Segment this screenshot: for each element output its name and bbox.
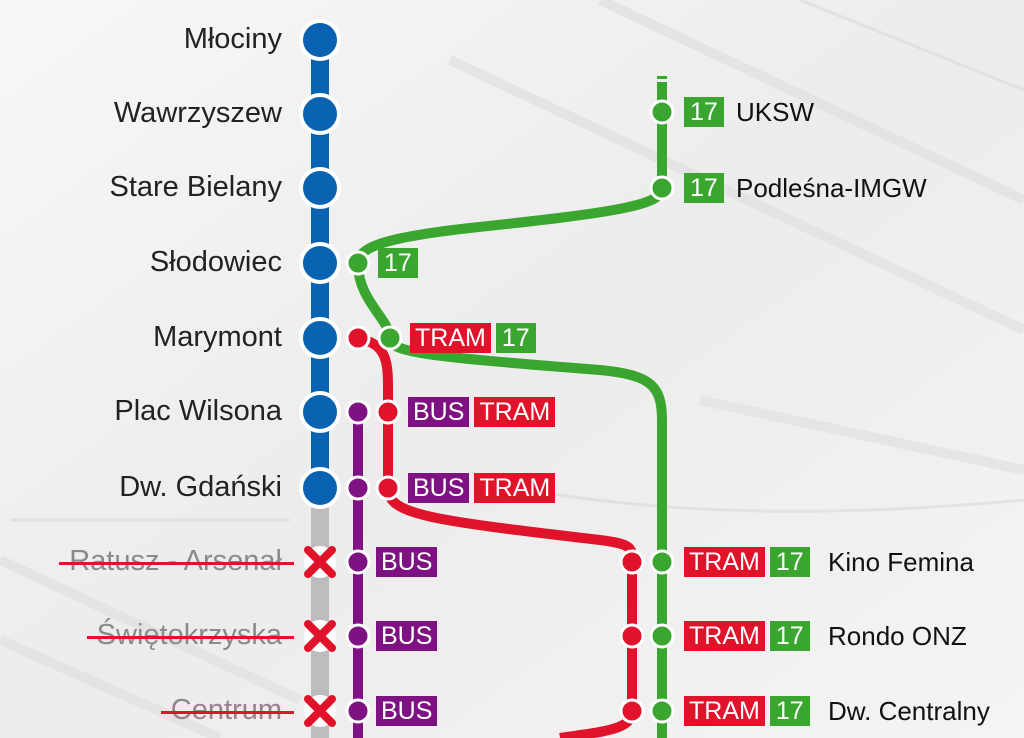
station-label-mlociny: Młociny bbox=[183, 23, 282, 55]
stop-dot-ratusz-bus bbox=[345, 549, 371, 575]
station-label-plac-wilsona: Plac Wilsona bbox=[114, 395, 282, 427]
closed-markers bbox=[304, 546, 336, 727]
stop-dot-plac-wilsona-tram bbox=[375, 399, 401, 425]
stop-dot-marymont-17 bbox=[377, 325, 403, 351]
bus-badge: BUS bbox=[408, 473, 470, 503]
stop-dot-rondo-onz-tram bbox=[619, 623, 645, 649]
stop-dot-podlesna bbox=[649, 175, 675, 201]
tags-podlesna: 17 bbox=[684, 173, 724, 203]
tags-uksw: 17 bbox=[684, 97, 724, 127]
line-17-route bbox=[352, 84, 667, 738]
station-label-swietokrzyska: Świętokrzyska bbox=[86, 621, 294, 650]
tram-badge: TRAM bbox=[684, 696, 765, 726]
line-17-badge: 17 bbox=[769, 621, 810, 651]
bus-badge: BUS bbox=[376, 621, 438, 651]
line-17-badge: 17 bbox=[495, 323, 536, 353]
stop-dot-kino-femina-17 bbox=[649, 549, 675, 575]
line-17-badge: 17 bbox=[769, 696, 810, 726]
tram-dots bbox=[345, 325, 645, 724]
metro-station-dots bbox=[299, 19, 341, 509]
station-label-slodowiec: Słodowiec bbox=[149, 246, 282, 278]
stop-dot-dw-centralny-17 bbox=[649, 698, 675, 724]
station-dot-dw-gdanski bbox=[299, 467, 341, 509]
strikethrough bbox=[86, 635, 294, 639]
tram-badge: TRAM bbox=[684, 621, 765, 651]
stop-dot-plac-wilsona-bus bbox=[345, 399, 371, 425]
tags-dw-centralny: TRAM 17 bbox=[684, 696, 810, 726]
stop-dot-dw-gdanski-tram bbox=[375, 475, 401, 501]
station-label-wawrzyszew: Wawrzyszew bbox=[113, 97, 282, 129]
line-17-badge: 17 bbox=[684, 173, 724, 203]
stop-dot-dw-centralny-tram bbox=[619, 698, 645, 724]
station-dot-wawrzyszew bbox=[299, 93, 341, 135]
stop-label-uksw: UKSW bbox=[736, 97, 814, 127]
bus-badge: BUS bbox=[408, 397, 470, 427]
station-dot-plac-wilsona bbox=[299, 391, 341, 433]
stop-label-kino-femina: Kino Femina bbox=[828, 547, 974, 577]
tags-slodowiec: 17 bbox=[378, 248, 418, 278]
stop-dot-dw-gdanski-bus bbox=[345, 475, 371, 501]
tram-badge: TRAM bbox=[474, 397, 556, 427]
station-label-dw-gdanski: Dw. Gdański bbox=[119, 471, 282, 503]
stop-dot-marymont-tram bbox=[345, 325, 371, 351]
stop-dot-rondo-onz-17 bbox=[649, 623, 675, 649]
tags-swietokrzyska: BUS bbox=[376, 621, 438, 651]
strikethrough bbox=[160, 710, 294, 714]
stop-label-rondo-onz: Rondo ONZ bbox=[828, 621, 967, 651]
stop-label-podlesna: Podleśna-IMGW bbox=[736, 173, 927, 203]
strikethrough bbox=[59, 561, 294, 565]
tram-badge: TRAM bbox=[474, 473, 556, 503]
bus-dots bbox=[345, 399, 371, 724]
tags-marymont: TRAM 17 bbox=[410, 323, 536, 353]
tram-badge: TRAM bbox=[410, 323, 491, 353]
line-17-badge: 17 bbox=[378, 248, 418, 278]
tags-dw-gdanski: BUS TRAM bbox=[408, 473, 556, 503]
station-dot-mlociny bbox=[299, 19, 341, 61]
stop-label-dw-centralny: Dw. Centralny bbox=[828, 696, 990, 726]
stop-dot-uksw bbox=[649, 99, 675, 125]
station-label-stare-bielany: Stare Bielany bbox=[109, 171, 283, 203]
line-17-badge: 17 bbox=[769, 547, 810, 577]
stop-dot-swietokrzyska-bus bbox=[345, 623, 371, 649]
tags-kino-femina: TRAM 17 bbox=[684, 547, 810, 577]
stop-dot-centrum-bus bbox=[345, 698, 371, 724]
bus-badge: BUS bbox=[376, 696, 438, 726]
station-dot-slodowiec bbox=[299, 242, 341, 284]
tags-plac-wilsona: BUS TRAM bbox=[408, 397, 556, 427]
station-dot-stare-bielany bbox=[299, 167, 341, 209]
closed-x-icon bbox=[304, 620, 336, 652]
station-label-ratusz-arsenal: Ratusz - Arsenał bbox=[59, 547, 294, 576]
closed-x-icon bbox=[304, 695, 336, 727]
bus-badge: BUS bbox=[376, 547, 438, 577]
line-17-dots bbox=[345, 99, 675, 724]
tags-rondo-onz: TRAM 17 bbox=[684, 621, 810, 651]
station-label-centrum: Centrum bbox=[160, 696, 294, 725]
tags-ratusz-arsenal: BUS bbox=[376, 547, 438, 577]
tram-badge: TRAM bbox=[684, 547, 765, 577]
line-17-badge: 17 bbox=[684, 97, 724, 127]
station-label-marymont: Marymont bbox=[153, 321, 282, 353]
closed-x-icon bbox=[304, 546, 336, 578]
tags-centrum: BUS bbox=[376, 696, 438, 726]
station-dot-marymont bbox=[299, 317, 341, 359]
stop-dot-slodowiec-17 bbox=[345, 250, 371, 276]
stop-dot-kino-femina-tram bbox=[619, 549, 645, 575]
